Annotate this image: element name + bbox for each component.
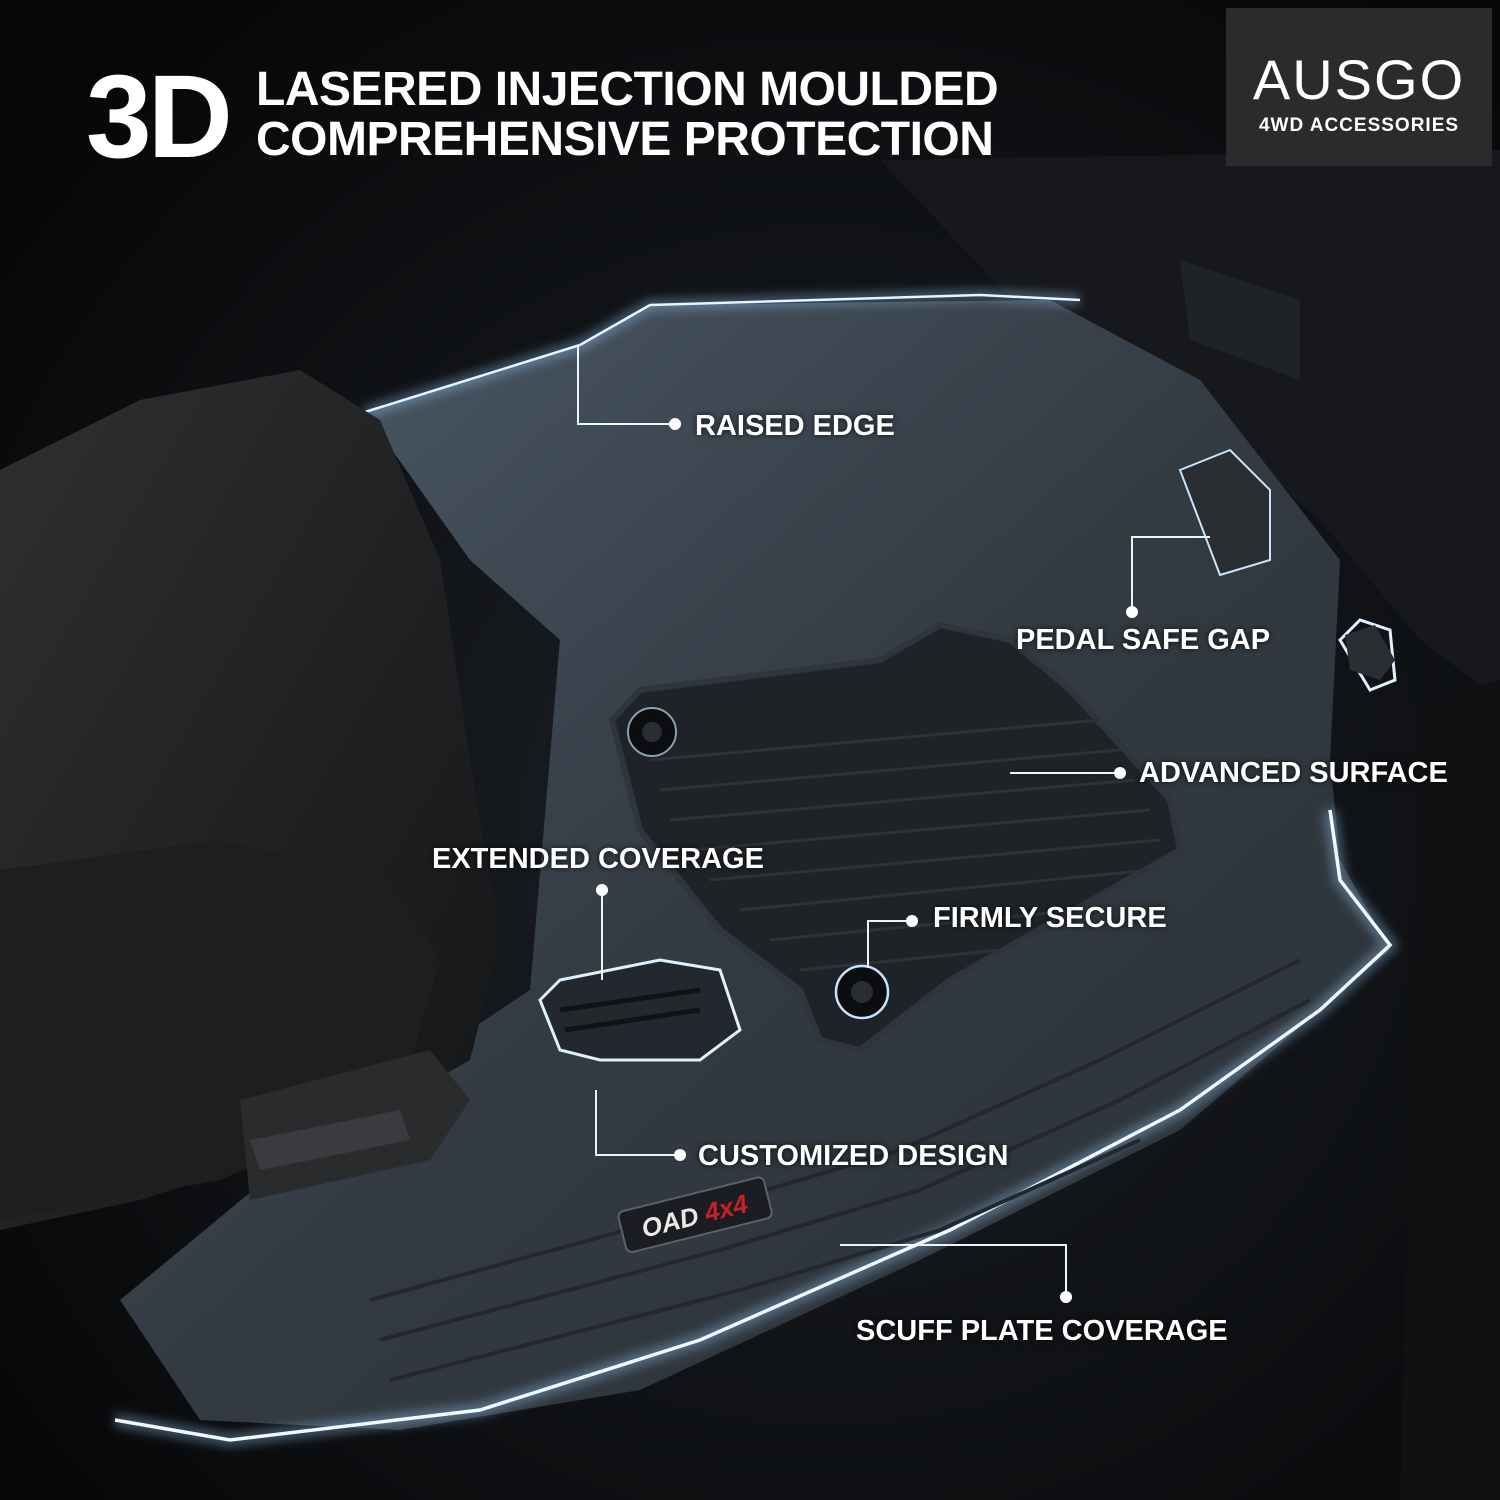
callout-pedal-safe-gap: PEDAL SAFE GAP [1016, 624, 1271, 656]
center-mat [608, 621, 1184, 1054]
callout-extended-coverage: EXTENDED COVERAGE [432, 843, 764, 875]
callout-advanced-surface: ADVANCED SURFACE [1139, 757, 1448, 789]
headline-line-2: COMPREHENSIVE PROTECTION [256, 113, 994, 166]
callout-raised-edge: RAISED EDGE [695, 410, 895, 442]
brand-logo: AUSGO 4WD ACCESSORIES [1226, 8, 1492, 166]
headline-3d: 3D [86, 51, 233, 183]
logo-subtitle: 4WD ACCESSORIES [1258, 115, 1460, 136]
logo-name: AUSGO [1252, 48, 1466, 111]
callout-customized-design: CUSTOMIZED DESIGN [698, 1140, 1009, 1172]
oad-badge: OAD 4x4 [617, 1176, 773, 1254]
headline-line-1: LASERED INJECTION MOULDED [256, 63, 999, 116]
callout-scuff-plate-coverage: SCUFF PLATE COVERAGE [856, 1315, 1228, 1347]
callout-firmly-secure: FIRMLY SECURE [933, 902, 1167, 934]
